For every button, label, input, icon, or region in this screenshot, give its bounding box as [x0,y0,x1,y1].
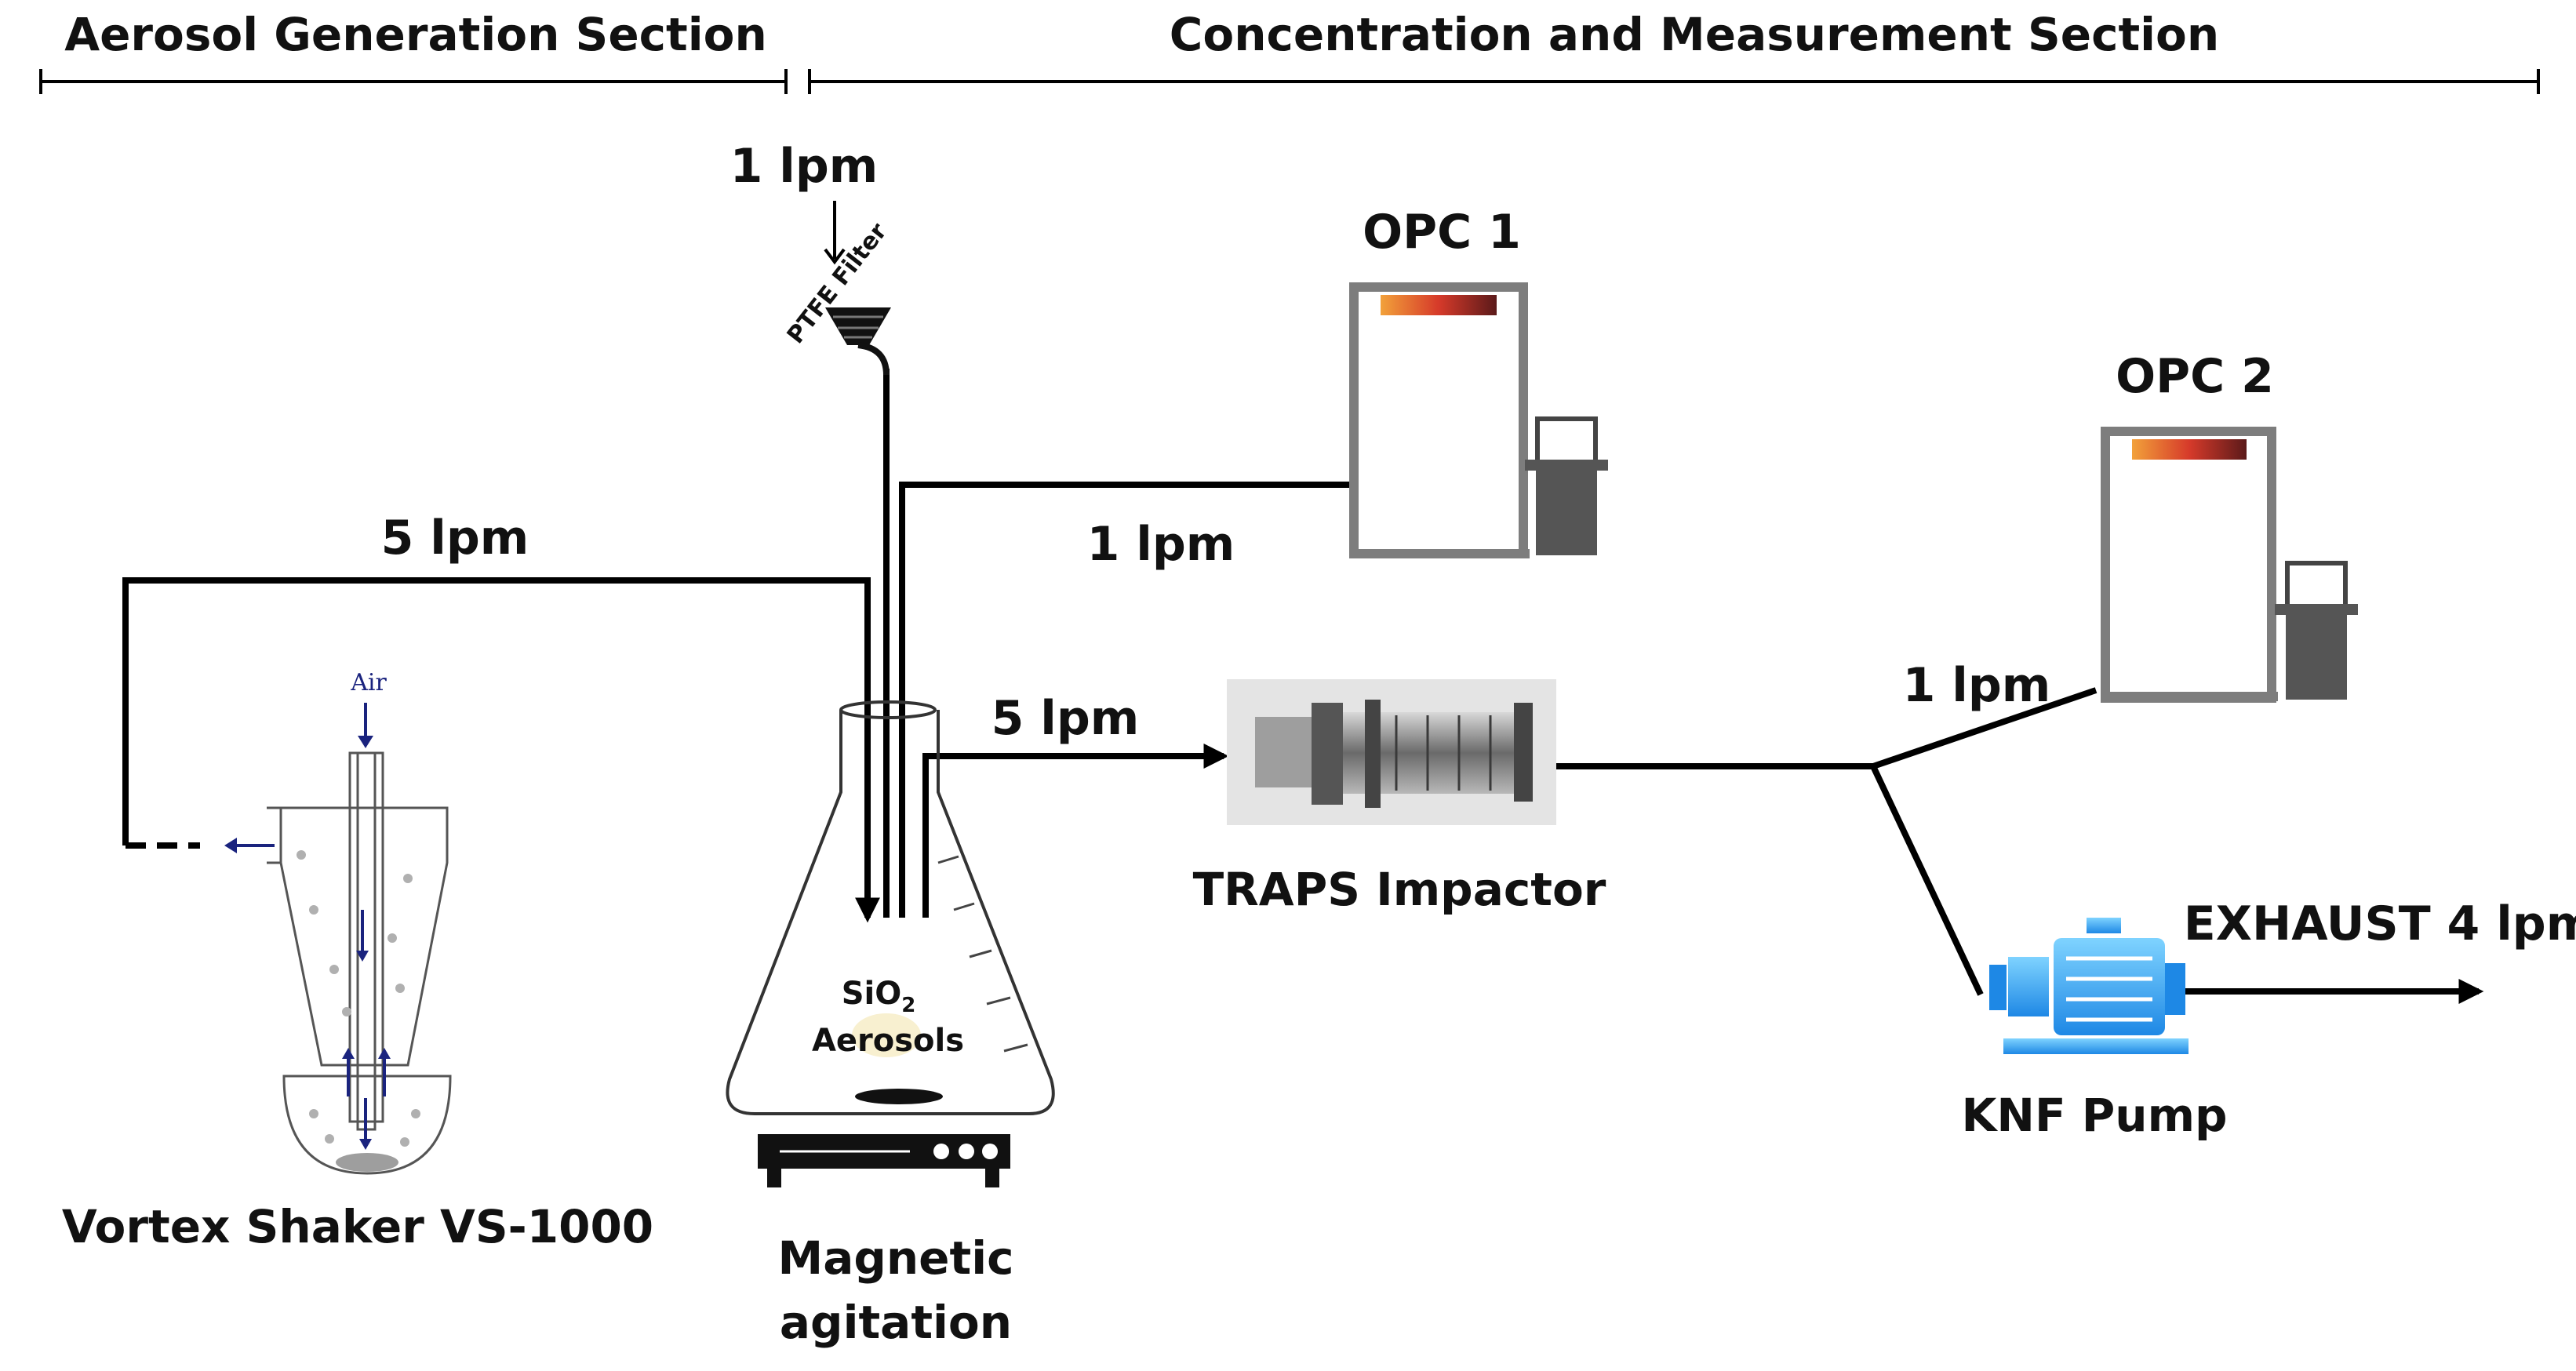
opc-1: OPC 1 [1349,205,1608,558]
impactor-flow-label: 5 lpm [991,691,1140,746]
section-headers: Aerosol Generation Section Concentration… [39,8,2540,94]
shaker-flow-label: 5 lpm [381,511,529,565]
opc2-label: OPC 2 [2116,349,2274,404]
opc1-flow-label: 1 lpm [1087,517,1235,572]
generation-section-title: Aerosol Generation Section [64,8,767,61]
traps-impactor: TRAPS Impactor [1193,679,1606,916]
exhaust-label: EXHAUST 4 lpm [2184,896,2576,951]
stirrer-label-1: Magnetic [778,1231,1014,1285]
optical-particle-counter-icon [2101,427,2358,703]
flask-content-label-2: Aerosols [812,1023,964,1059]
motor-pump-icon [1989,918,2189,1054]
funnel-filter-icon [825,307,891,376]
vortex-shaker: Air [62,669,653,1253]
impactor-photo [1227,679,1556,825]
measurement-section-bracket [808,69,2540,94]
pump-label: KNF Pump [1961,1089,2227,1142]
erlenmeyer-flask-icon [726,700,1055,1115]
flask-to-opc1-line [899,482,1357,918]
flow-lines [122,369,2484,1004]
junction-to-opc2-line [1872,687,2098,769]
measurement-section-title: Concentration and Measurement Section [1170,8,2219,61]
vortex-label: Vortex Shaker VS-1000 [62,1200,653,1253]
opc1-label: OPC 1 [1363,205,1521,260]
shaker-to-flask-line [122,577,880,923]
generation-section-bracket [39,69,788,94]
flask-to-impactor-line [922,744,1229,918]
opc-2: OPC 2 [2101,349,2358,703]
magnetic-stirrer-icon [758,1134,1010,1187]
vortex-air-label: Air [350,669,387,696]
optical-particle-counter-icon [1349,282,1608,558]
magnetic-stirrer: Magnetic agitation [758,1134,1014,1349]
cyclone-shaker-icon: Air [224,669,452,1175]
stirrer-label-2: agitation [780,1296,1012,1349]
flask-content-label: SiO2 [842,976,916,1017]
impactor-label: TRAPS Impactor [1193,863,1606,916]
opc2-flow-label: 1 lpm [1903,658,2051,713]
ptfe-filter: 1 lpm PTFE Filter [730,139,893,376]
knf-pump: KNF Pump [1961,918,2228,1142]
flask: SiO2 Aerosols [726,700,1055,1115]
filter-inlet-flow-label: 1 lpm [730,139,879,194]
junction-to-pump-line [1870,765,1984,996]
